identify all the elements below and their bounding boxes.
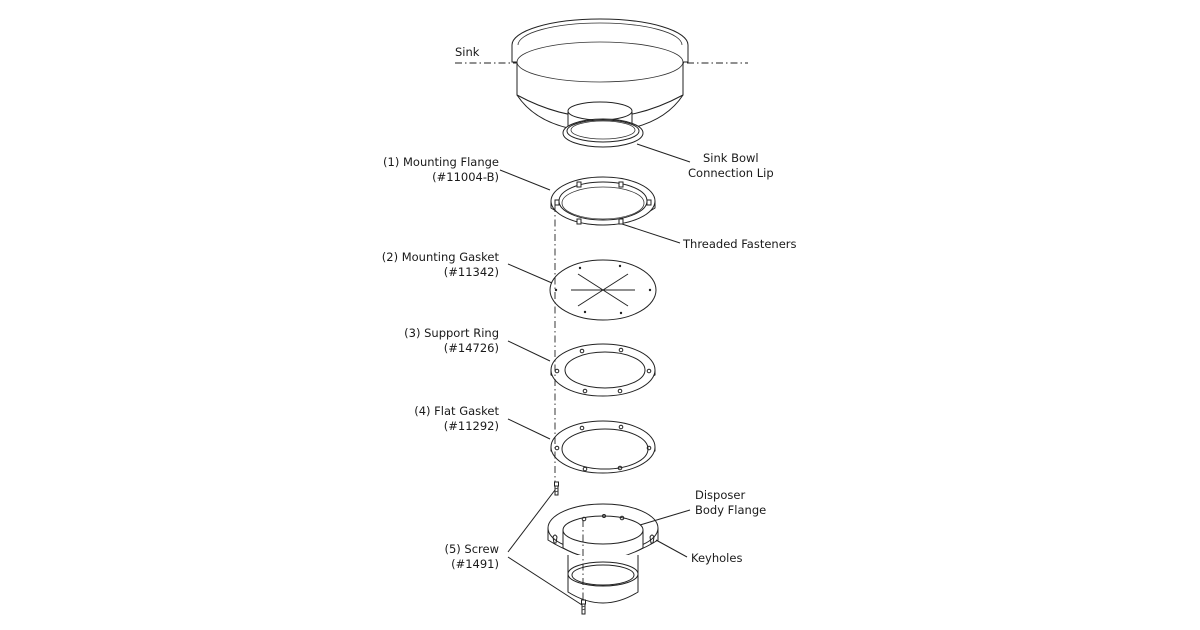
label-sink-bowl-2: Connection Lip — [688, 166, 774, 180]
threaded-fastener-icon — [646, 199, 652, 206]
mounting-flange-part — [550, 176, 656, 226]
label-screw-2: (#1491) — [451, 557, 499, 571]
screw-upper-icon — [554, 481, 559, 496]
mounting-gasket-part — [549, 259, 657, 321]
label-screw-1: (5) Screw — [444, 542, 499, 556]
label-support-ring-2: (#14726) — [444, 341, 499, 355]
keyhole-icon — [552, 534, 558, 544]
label-mounting-gasket-2: (#11342) — [444, 265, 499, 279]
label-sink: Sink — [455, 45, 480, 59]
label-threaded-fasteners: Threaded Fasteners — [682, 237, 797, 251]
label-flat-gasket-2: (#11292) — [444, 419, 499, 433]
label-mounting-flange-1: (1) Mounting Flange — [383, 155, 499, 169]
threaded-fastener-icon — [576, 218, 582, 225]
label-disposer-body-flange-2: Body Flange — [695, 503, 766, 517]
sink-part — [455, 18, 748, 148]
label-disposer-body-flange-1: Disposer — [695, 488, 745, 502]
label-mounting-flange-2: (#11004-B) — [432, 170, 499, 184]
threaded-fastener-icon — [576, 181, 582, 188]
disposer-body-flange-part — [547, 503, 659, 604]
keyhole-icon — [649, 534, 655, 544]
label-sink-bowl-1: Sink Bowl — [703, 151, 759, 165]
flat-gasket-part — [550, 420, 656, 474]
label-flat-gasket-1: (4) Flat Gasket — [414, 404, 499, 418]
support-ring-part — [550, 343, 656, 397]
threaded-fastener-icon — [618, 181, 624, 188]
label-mounting-gasket-1: (2) Mounting Gasket — [382, 250, 500, 264]
label-support-ring-1: (3) Support Ring — [404, 326, 499, 340]
threaded-fastener-icon — [618, 218, 624, 225]
label-keyholes: Keyholes — [691, 551, 742, 565]
threaded-fastener-icon — [554, 199, 560, 206]
screw-lower-icon — [581, 599, 586, 615]
